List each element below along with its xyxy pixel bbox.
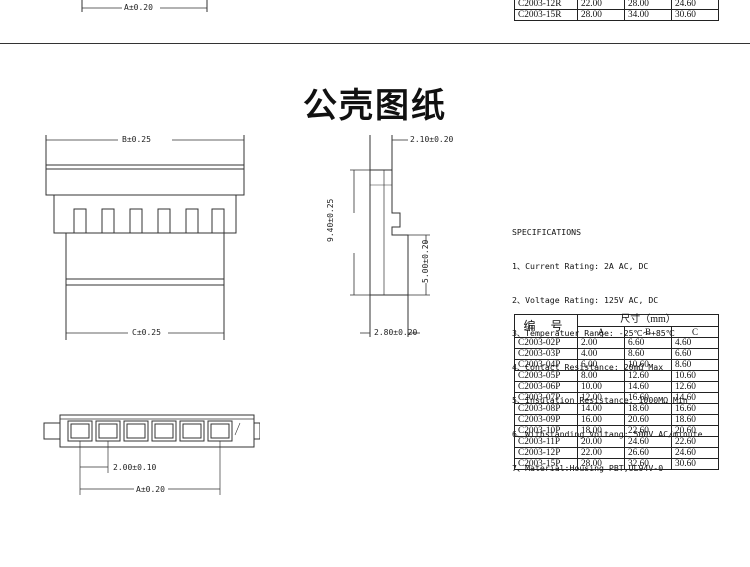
table-cell: 4.60 xyxy=(671,337,719,349)
table-cell: 24.60 xyxy=(671,0,719,10)
table-cell: C2003-08P xyxy=(514,403,578,415)
header-part-number: 编 号 xyxy=(514,314,578,338)
table-cell: 22.00 xyxy=(577,447,625,459)
table-header-row: A B C xyxy=(515,325,719,338)
table-cell: C2003-03P xyxy=(514,348,578,360)
table-cell: C2003-07P xyxy=(514,392,578,404)
dim-top-thickness-label: 2.10±0.20 xyxy=(410,135,454,144)
dim-c-label: C±0.25 xyxy=(132,328,161,337)
table-cell: C2003-04P xyxy=(514,359,578,371)
table-cell: 30.60 xyxy=(671,458,719,470)
header-col-a: A xyxy=(577,325,625,338)
table-cell: 18.00 xyxy=(577,425,625,437)
dim-inner-height-label: 5.00±0.20 xyxy=(421,239,430,283)
page-title: 公壳图纸 xyxy=(303,86,447,126)
table-cell: C2003-12P xyxy=(514,447,578,459)
table-cell: 20.00 xyxy=(577,436,625,448)
table-cell: 10.60 xyxy=(671,370,719,382)
table-cell: 6.00 xyxy=(577,359,625,371)
table-cell: 6.60 xyxy=(624,337,672,349)
table-cell: 24.60 xyxy=(624,436,672,448)
table-cell: 14.60 xyxy=(671,392,719,404)
top-size-table: C2003-12R 22.00 28.00 24.60 C2003-15R 28… xyxy=(514,0,719,21)
table-cell: 34.00 xyxy=(624,9,672,21)
table-cell: 22.60 xyxy=(624,425,672,437)
table-cell: 10.00 xyxy=(577,381,625,393)
table-cell: C2003-05P xyxy=(514,370,578,382)
spec-item: 1、Current Rating: 2A AC, DC xyxy=(512,261,649,272)
table-cell: 28.00 xyxy=(577,458,625,470)
table-cell: 18.60 xyxy=(624,403,672,415)
dim-pitch-label: 2.00±0.10 xyxy=(113,463,157,472)
table-cell: 28.00 xyxy=(624,0,672,10)
table-cell: 16.60 xyxy=(671,403,719,415)
table-cell: 32.60 xyxy=(624,458,672,470)
table-header-row: 编 号 尺寸（mm） xyxy=(514,314,719,338)
table-cell: 16.00 xyxy=(577,414,625,426)
table-cell: 8.60 xyxy=(671,359,719,371)
table-cell: C2003-10P xyxy=(514,425,578,437)
table-cell: 8.60 xyxy=(624,348,672,360)
table-cell: 8.00 xyxy=(577,370,625,382)
table-cell: 4.00 xyxy=(577,348,625,360)
header-size: 尺寸（mm） xyxy=(577,314,719,327)
table-cell: 22.60 xyxy=(671,436,719,448)
table-row: C2003-15R 28.00 34.00 30.60 xyxy=(514,9,719,21)
table-cell: C2003-06P xyxy=(514,381,578,393)
table-cell: 28.00 xyxy=(577,9,625,21)
dim-b-label: B±0.25 xyxy=(122,135,151,144)
bottom-view-drawing xyxy=(43,414,260,495)
header-col-b: B xyxy=(624,325,672,338)
table-cell: C2003-11P xyxy=(514,436,578,448)
table-row: C2003-12R 22.00 28.00 24.60 xyxy=(514,0,719,10)
table-cell: 14.00 xyxy=(577,403,625,415)
specifications-heading: SPECIFICATIONS xyxy=(512,227,582,238)
table-cell: 14.60 xyxy=(624,381,672,393)
top-dim-label: A±0.20 xyxy=(124,3,153,12)
table-cell: C2003-15R xyxy=(514,9,578,21)
table-cell: 6.60 xyxy=(671,348,719,360)
table-cell: C2003-09P xyxy=(514,414,578,426)
table-cell: C2003-15P xyxy=(514,458,578,470)
front-view-drawing xyxy=(45,135,245,340)
dim-depth-label: 2.80±0.20 xyxy=(374,328,418,337)
table-cell: 12.60 xyxy=(671,381,719,393)
table-cell: 22.00 xyxy=(577,0,625,10)
table-cell: 20.60 xyxy=(671,425,719,437)
side-view-drawing xyxy=(350,135,430,337)
table-cell: 12.60 xyxy=(624,370,672,382)
table-cell: 16.60 xyxy=(624,392,672,404)
dim-a-label: A±0.20 xyxy=(136,485,165,494)
table-cell: 26.60 xyxy=(624,447,672,459)
table-cell: C2003-12R xyxy=(514,0,578,10)
table-cell: 24.60 xyxy=(671,447,719,459)
spec-item: 2、Voltage Rating: 125V AC, DC xyxy=(512,294,659,305)
table-cell: C2003-02P xyxy=(514,337,578,349)
section-divider xyxy=(0,43,750,44)
dim-height-label: 9.40±0.25 xyxy=(326,198,335,242)
table-cell: 2.00 xyxy=(577,337,625,349)
table-cell: 30.60 xyxy=(671,9,719,21)
top-partial-drawing xyxy=(81,0,208,12)
table-cell: 18.60 xyxy=(671,414,719,426)
table-cell: 20.60 xyxy=(624,414,672,426)
table-cell: 12.00 xyxy=(577,392,625,404)
header-col-c: C xyxy=(671,325,719,338)
table-cell: 10.60 xyxy=(624,359,672,371)
